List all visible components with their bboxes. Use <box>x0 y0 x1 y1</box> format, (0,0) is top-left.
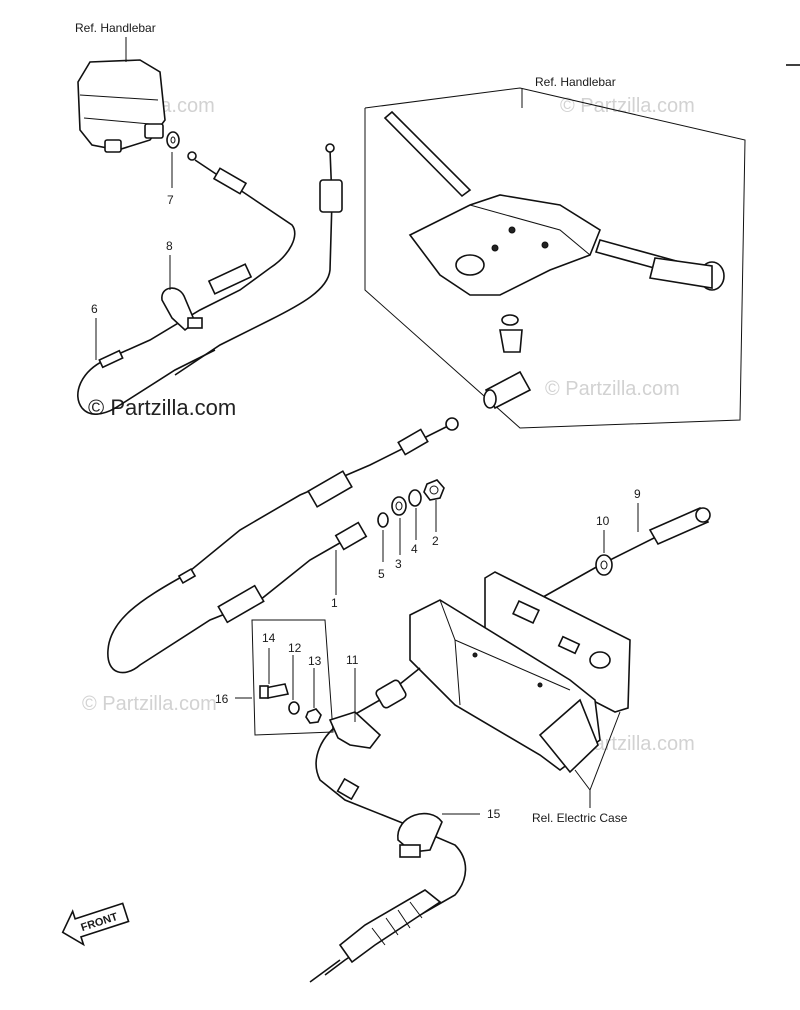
ref-electric-case-label: Rel. Electric Case <box>532 811 628 825</box>
callout-1: 1 <box>331 596 338 610</box>
callout-5: 5 <box>378 567 385 581</box>
callout-12: 12 <box>288 641 302 655</box>
handlebar-fitting <box>483 314 532 410</box>
ref-handlebar-label-left: Ref. Handlebar <box>75 21 156 35</box>
handlebar-outline-box <box>364 87 746 429</box>
part-4-lockwasher <box>408 489 422 507</box>
callout-6: 6 <box>91 302 98 316</box>
watermark-main: © Partzilla.com <box>88 395 236 420</box>
part-6-cable <box>77 143 343 415</box>
callout-16: 16 <box>215 692 229 706</box>
callout-9: 9 <box>634 487 641 501</box>
ref-handlebar-label-right: Ref. Handlebar <box>535 75 616 89</box>
callout-8: 8 <box>166 239 173 253</box>
watermark-faint: © Partzilla.com <box>82 693 217 715</box>
front-arrow: FRONT <box>61 902 130 947</box>
part-11-cable <box>309 667 467 983</box>
callout-15: 15 <box>487 807 501 821</box>
part-7-nut <box>166 131 180 149</box>
callout-2: 2 <box>432 534 439 548</box>
callout-13: 13 <box>308 654 322 668</box>
callout-7: 7 <box>167 193 174 207</box>
part-12-washer <box>288 701 300 715</box>
part-16-kit-box <box>251 619 334 736</box>
part-3-washer <box>391 496 407 516</box>
part-13-nut <box>305 708 322 724</box>
part-5-washer <box>377 512 389 528</box>
part-1-cable <box>107 417 459 674</box>
handlebar-switch-housing <box>77 59 166 153</box>
handlebar-assembly <box>383 110 725 296</box>
part-15-clamp <box>397 812 443 858</box>
part-14-bolt <box>259 683 290 699</box>
callout-14: 14 <box>262 631 276 645</box>
electric-case <box>409 571 631 774</box>
callout-10: 10 <box>596 514 610 528</box>
part-2-nut <box>423 479 445 501</box>
watermark-faint: © Partzilla.com <box>545 378 680 400</box>
part-8-clamp <box>161 287 203 332</box>
part-10-collar <box>595 554 613 576</box>
watermark-faint: © Partzilla.com <box>560 95 695 117</box>
callout-4: 4 <box>411 542 418 556</box>
callout-11: 11 <box>346 653 359 667</box>
callout-3: 3 <box>395 557 402 571</box>
